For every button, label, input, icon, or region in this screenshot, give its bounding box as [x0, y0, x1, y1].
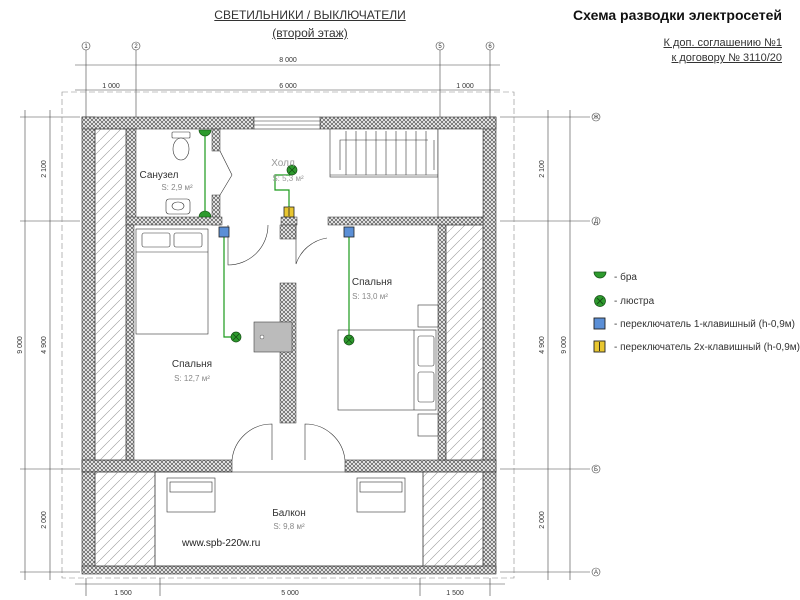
bed-left: [135, 228, 209, 335]
room-hall-area: S: 5,3 м²: [272, 174, 304, 183]
agreement-label: К доп. соглашению №1: [663, 37, 782, 49]
axis-label-a: А: [594, 570, 598, 576]
sconce-icon: [592, 270, 608, 284]
drawing-title-line1: СВЕТИЛЬНИКИ / ВЫКЛЮЧАТЕЛИ: [214, 8, 406, 22]
switch-1key-bedroom-left: [218, 226, 230, 238]
bathroom-fixtures: [165, 131, 191, 215]
legend-switch-2: - переключатель 2х-клавишный (h-0,9м): [592, 340, 800, 354]
dim-right-seg3: 2 000: [539, 511, 546, 529]
window-top: [253, 116, 321, 130]
switch-two-key-icon: [592, 340, 608, 354]
room-balcony-area: S: 9,8 м²: [273, 522, 305, 531]
dim-right-seg1: 2 100: [539, 160, 546, 178]
room-bedroom-left-name: Спальня: [172, 359, 212, 370]
axis-label-d: Д: [594, 219, 598, 225]
scheme-header: Схема разводки электросетей К доп. согла…: [573, 7, 782, 64]
chandelier-bedroom-right: [343, 334, 355, 346]
dim-right-seg2: 4 900: [539, 336, 546, 354]
balcony-right-storage: [422, 471, 484, 567]
axis-label-5: 5: [438, 44, 442, 50]
legend-sconce: - бра: [592, 270, 637, 284]
axis-markers: 1 2 5 6 Ж Д Б А: [81, 41, 601, 577]
legend-switch-1-label: - переключатель 1-клавишный (h-0,9м): [614, 318, 795, 330]
drawing-title: СВЕТИЛЬНИКИ / ВЫКЛЮЧАТЕЛИ (второй этаж): [150, 8, 470, 40]
axis-label-zh: Ж: [593, 115, 599, 121]
contract-label: к договору № 3110/20: [671, 52, 782, 64]
website-link[interactable]: www.spb-220w.ru: [182, 538, 261, 549]
dim-left-seg1: 2 100: [41, 160, 48, 178]
outer-walls: [81, 116, 497, 575]
room-balcony-name: Балкон: [272, 508, 306, 519]
dim-left-total: 9 000: [17, 336, 24, 354]
dim-top-seg2: 6 000: [279, 83, 297, 90]
room-bedroom-right-name: Спальня: [352, 277, 392, 288]
roof-outline: [61, 91, 515, 579]
dim-bottom-seg2: 5 000: [281, 590, 299, 597]
room-hall-name: Холл: [271, 158, 295, 169]
sconce-bathroom-top: [198, 129, 212, 137]
dim-top-seg1: 1 000: [102, 83, 120, 90]
scheme-title: Схема разводки электросетей: [573, 7, 782, 23]
axis-label-b: Б: [594, 467, 598, 473]
axis-label-6: 6: [488, 44, 492, 50]
legend-switch-2-label: - переключатель 2х-клавишный (h-0,9м): [614, 341, 800, 353]
left-closet: [94, 128, 127, 461]
sconce-bathroom-bottom: [198, 210, 212, 218]
dim-left-seg3: 2 000: [41, 511, 48, 529]
chandelier-hall: [286, 164, 298, 176]
switch-one-key-icon: [592, 317, 608, 331]
axis-label-2: 2: [134, 44, 138, 50]
doors: [219, 150, 346, 461]
right-closet: [445, 224, 484, 461]
room-bedroom-left-area: S: 12,7 м²: [174, 374, 210, 383]
axis-lines: [20, 50, 590, 596]
dim-right-total: 9 000: [561, 336, 568, 354]
room-bathroom-name: Санузел: [140, 170, 179, 181]
legend-switch-1: - переключатель 1-клавишный (h-0,9м): [592, 317, 795, 331]
switch-2key-hall: [283, 206, 295, 218]
chandelier-icon: [592, 294, 608, 308]
balcony-left-storage: [94, 471, 156, 567]
dimension-labels: 8 000 1 000 6 000 1 000 1 500 5 000 1 50…: [17, 57, 568, 597]
chimney-block: [253, 321, 293, 353]
axis-label-1: 1: [84, 44, 88, 50]
balcony-furniture: [154, 471, 424, 567]
dim-bottom-seg1: 1 500: [114, 590, 132, 597]
room-labels: Санузел S: 2,9 м² Холл S: 5,3 м² Спальня…: [140, 158, 393, 531]
room-bedroom-right-area: S: 13,0 м²: [352, 292, 388, 301]
room-bathroom-area: S: 2,9 м²: [161, 183, 193, 192]
dim-top-total: 8 000: [279, 57, 297, 64]
chandelier-bedroom-left: [230, 331, 242, 343]
dim-left-seg2: 4 900: [41, 336, 48, 354]
staircase: [329, 128, 484, 218]
legend-chandelier-label: - люстра: [614, 295, 655, 307]
bed-right: [337, 304, 439, 437]
legend-sconce-label: - бра: [614, 271, 637, 283]
legend-chandelier: - люстра: [592, 294, 654, 308]
dim-top-seg3: 1 000: [456, 83, 474, 90]
switch-1key-bedroom-right: [343, 226, 355, 238]
dim-bottom-seg3: 1 500: [446, 590, 464, 597]
drawing-title-line2: (второй этаж): [272, 26, 348, 40]
interior-walls: [125, 128, 484, 461]
